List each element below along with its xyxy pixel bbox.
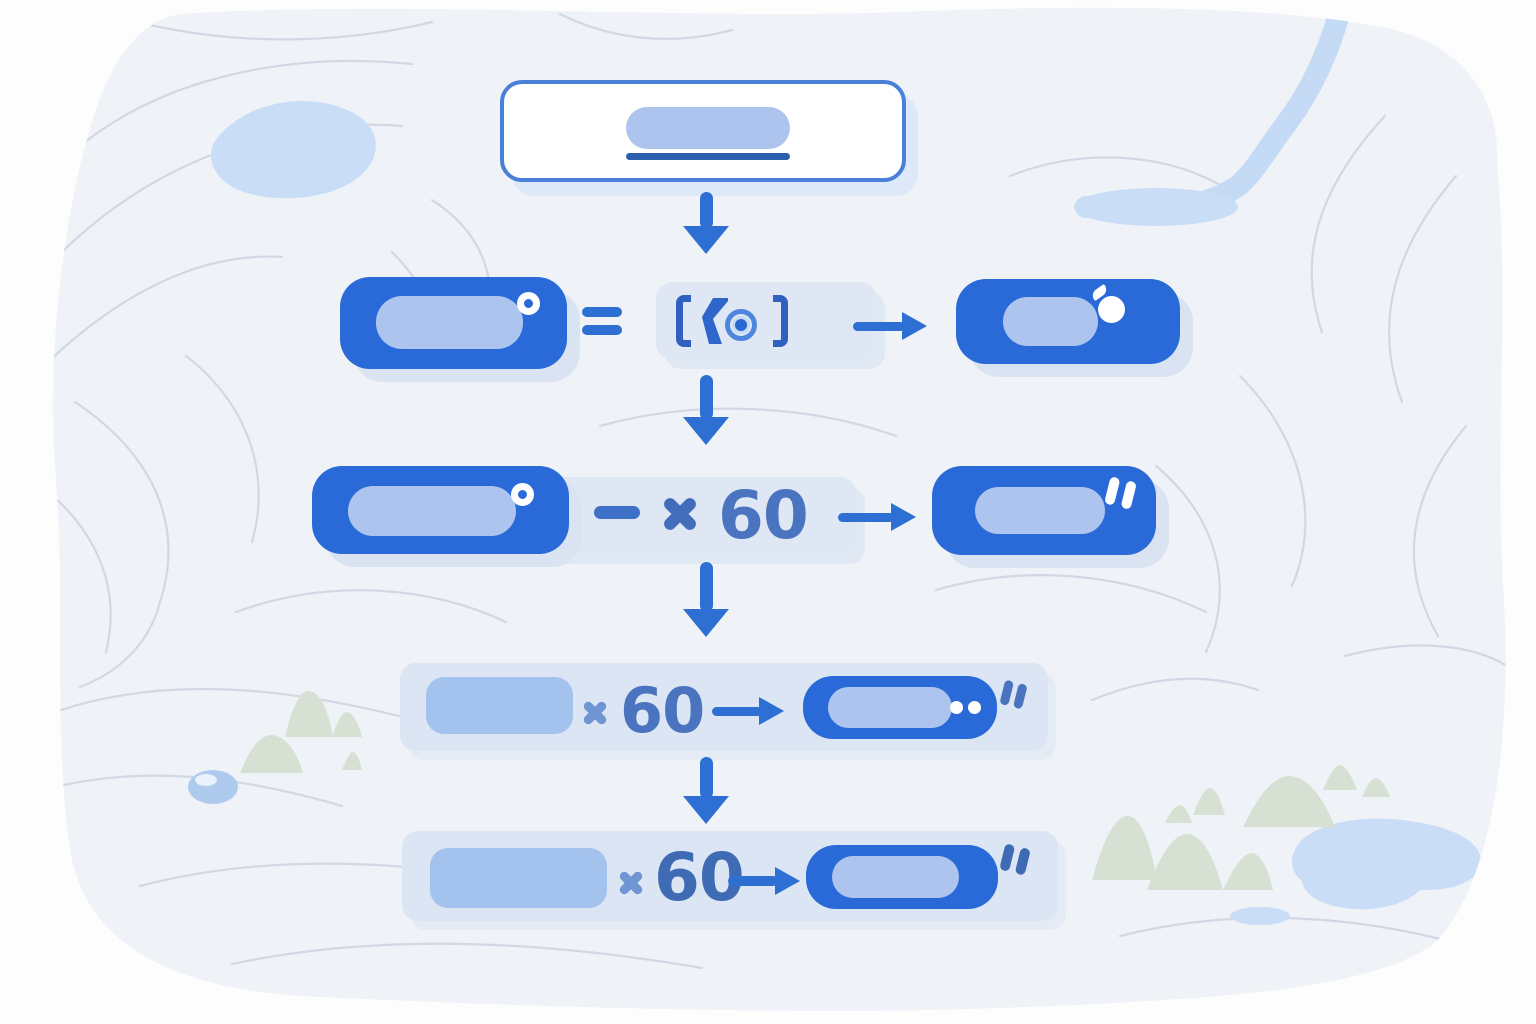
- arrow-stem: [699, 375, 713, 420]
- decimal-dots-icon: [950, 701, 981, 714]
- double-prime-mark-icon: [1104, 476, 1137, 510]
- value-placeholder-pill: [426, 677, 573, 734]
- down-arrow-3: [683, 562, 729, 637]
- arrow-stem: [712, 706, 762, 716]
- right-arrow-2: [838, 503, 916, 531]
- value-placeholder: [376, 296, 523, 349]
- equals-sign-icon: [582, 307, 622, 335]
- arrow-head: [683, 417, 729, 445]
- right-arrow-1: [853, 312, 927, 340]
- multiply-icon-row2: [656, 490, 704, 538]
- degree-mark-icon: [511, 483, 534, 506]
- angle-glyph-icon: [702, 298, 728, 344]
- factor-60-row3: 60: [620, 674, 705, 747]
- right-arrow-3: [712, 697, 784, 725]
- multiply-strip-row4: 60: [402, 831, 1058, 921]
- value-placeholder: [832, 856, 959, 898]
- value-placeholder: [348, 486, 516, 536]
- double-prime-mark-icon: [999, 843, 1031, 876]
- right-arrow-4: [728, 867, 800, 895]
- degree-mark-icon: [517, 292, 540, 315]
- value-placeholder-pill: [430, 848, 607, 908]
- title-underline: [626, 153, 790, 160]
- multiply-icon-row4: [614, 866, 648, 900]
- multiply-strip-row3: 60: [400, 663, 1048, 751]
- title-card: [500, 80, 906, 182]
- pond-highlight: [195, 774, 217, 786]
- arrow-head: [759, 697, 784, 725]
- minus-sign-icon: [594, 506, 640, 519]
- minutes-result-pill: [956, 279, 1180, 364]
- pond-bottom-left: [188, 770, 238, 804]
- value-placeholder: [975, 487, 1105, 534]
- arrow-head: [891, 503, 916, 531]
- seconds-pill-row4: [806, 845, 998, 909]
- arrow-head: [683, 609, 729, 637]
- target-circle-icon: [725, 309, 757, 341]
- title-placeholder-pill: [626, 107, 790, 149]
- arrow-stem: [853, 321, 905, 331]
- arrow-head: [775, 867, 800, 895]
- lake-top-left: [211, 101, 376, 199]
- down-arrow-4: [683, 757, 729, 824]
- river-lake: [1074, 188, 1238, 226]
- arrow-head: [683, 226, 729, 254]
- down-arrow-2: [683, 375, 729, 445]
- down-arrow-1: [683, 192, 729, 254]
- arrow-stem: [838, 512, 894, 522]
- floor-brackets-panel: [656, 282, 876, 359]
- minutes-value-pill: [312, 466, 569, 554]
- double-prime-mark-icon: [999, 679, 1028, 710]
- seconds-result-pill: [932, 466, 1156, 555]
- pond-bottom-right: [1230, 907, 1290, 925]
- arrow-stem: [699, 562, 713, 612]
- arrow-stem: [699, 757, 713, 799]
- arrow-stem: [699, 192, 713, 229]
- arrow-stem: [728, 876, 778, 886]
- seconds-pill-row3: [803, 676, 997, 739]
- open-bracket-icon: [676, 295, 691, 347]
- arrow-head: [902, 312, 927, 340]
- prime-mark-icon: [1089, 283, 1125, 323]
- multiply-icon-row3: [578, 696, 612, 730]
- arrow-head: [683, 796, 729, 824]
- water-features: [188, 7, 1481, 925]
- degrees-value-pill: [340, 277, 567, 369]
- lake-bottom-right: [1291, 818, 1481, 910]
- vegetation-mounds: [240, 690, 1390, 890]
- value-placeholder: [828, 687, 952, 728]
- value-placeholder: [1003, 297, 1098, 346]
- close-bracket-icon: [773, 295, 788, 347]
- factor-60-row2: 60: [718, 477, 809, 554]
